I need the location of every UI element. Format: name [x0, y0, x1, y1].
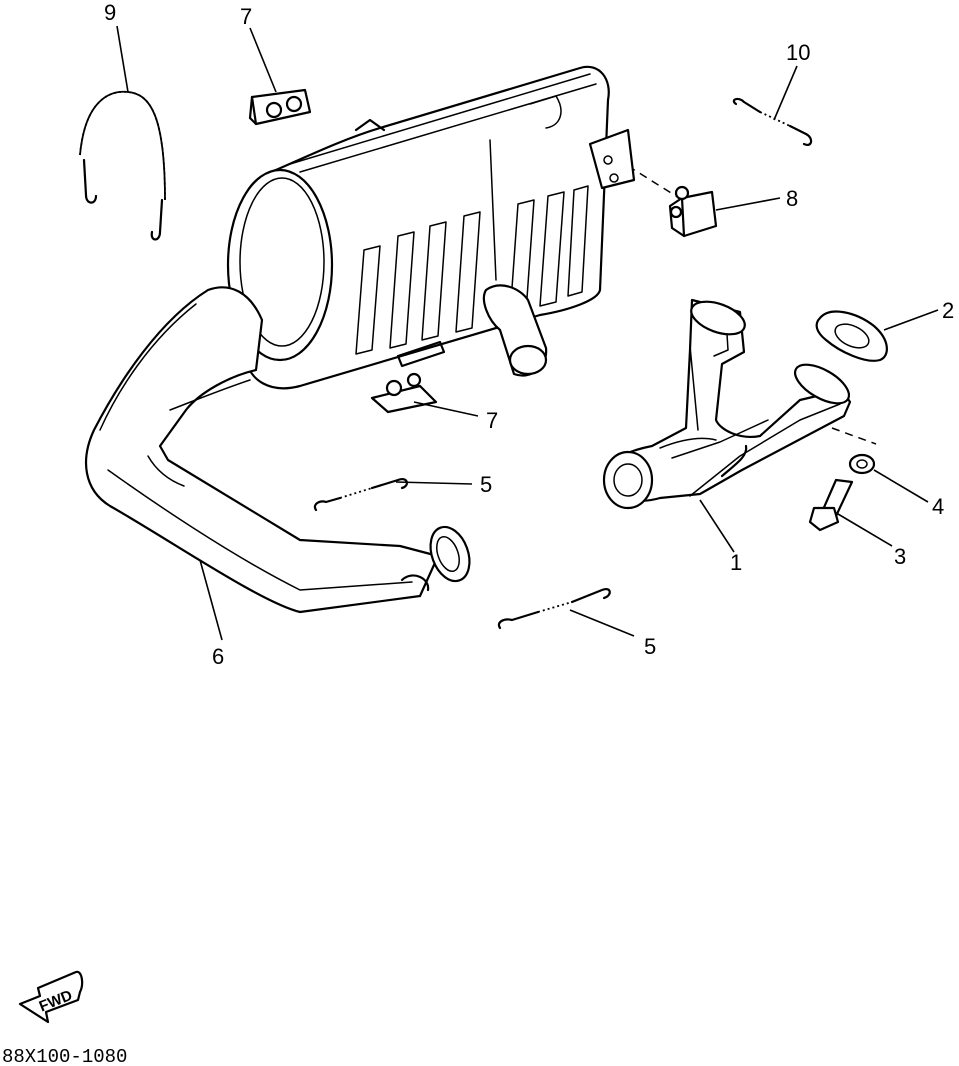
part-10-spring	[732, 97, 813, 146]
callout-4: 4	[932, 494, 944, 519]
callout-numbers: 9 7 10 8 2 7 5 4 3 1 5 6	[104, 0, 954, 669]
part-1-dashed-guide	[831, 427, 877, 445]
leader-lines	[116, 25, 939, 641]
part-7-damper-top	[248, 88, 312, 126]
part-6-exhaust-pipe	[84, 286, 471, 614]
callout-3: 3	[894, 544, 906, 569]
muffler-body	[226, 65, 636, 390]
callout-5-lower: 5	[644, 634, 656, 659]
part-7-damper-lower	[370, 372, 438, 414]
part-3-bolt	[808, 478, 854, 532]
callout-7-top: 7	[240, 4, 252, 29]
part-5-spring-lower	[497, 588, 611, 630]
callout-6: 6	[212, 644, 224, 669]
callout-1: 1	[730, 550, 742, 575]
part-9-spring	[79, 90, 166, 241]
drawing-code: 88X100-1080	[2, 1046, 127, 1066]
callout-8: 8	[786, 186, 798, 211]
part-5-spring-upper	[313, 478, 408, 512]
callout-2: 2	[942, 298, 954, 323]
callout-9: 9	[104, 0, 116, 25]
callout-5-upper: 5	[480, 472, 492, 497]
part-4-washer	[848, 453, 876, 475]
part-8-damper	[668, 185, 718, 238]
fwd-arrow: FWD	[18, 970, 84, 1024]
part-8-dashed-guide	[627, 165, 677, 197]
part-1-exhaust-pipe	[602, 298, 852, 510]
callout-7-lower: 7	[486, 408, 498, 433]
part-2-gasket	[815, 310, 888, 362]
callout-10: 10	[786, 40, 810, 65]
